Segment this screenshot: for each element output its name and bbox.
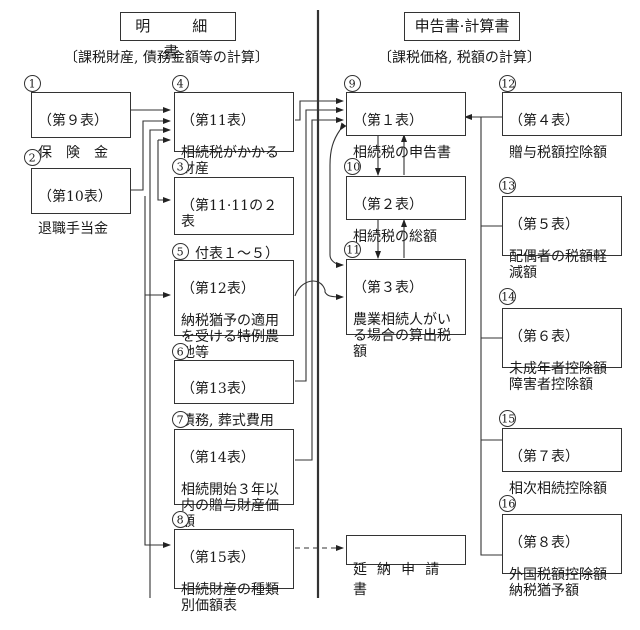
node-form-label: （第５表）	[509, 217, 579, 233]
node-title: 相続財産の種類 別価額表	[181, 582, 279, 614]
right-header-text: 申告書·計算書	[414, 17, 510, 35]
node-form-label: （第９表）	[38, 113, 108, 129]
arrow-7-to-9	[295, 117, 344, 461]
marker-5: 5	[172, 243, 189, 260]
node-form-3-agricultural-heir: （第３表） 農業相続人がい る場合の算出税 額	[346, 259, 466, 360]
node-form-1-tax-return: （第１表） 相続税の申告書	[346, 92, 466, 161]
right-trunk	[480, 117, 502, 556]
right-column-subtitle: 〔課税価格, 税額の計算〕	[378, 50, 541, 66]
deferred-payment-label: 延 納 申 請 書	[353, 562, 442, 598]
node-form-8-foreign-tax-credit: （第８表） 外国税額控除額 納税猶予額	[502, 514, 622, 599]
node-form-label: （第３表）	[353, 280, 423, 296]
marker-16: 16	[499, 495, 516, 512]
node-form-label: （第15表）	[181, 550, 255, 566]
node-form-9-insurance: （第９表） 保 険 金	[31, 92, 131, 161]
connector-lines	[130, 10, 502, 598]
marker-4: 4	[172, 75, 189, 92]
marker-9: 9	[344, 75, 361, 92]
node-title: 未成年者控除額 障害者控除額	[509, 361, 607, 393]
node-form-label: （第１表）	[353, 113, 423, 129]
marker-7: 7	[172, 411, 189, 428]
node-title: 贈与税額控除額	[509, 145, 607, 161]
node-form-label: （第６表）	[509, 329, 579, 345]
node-form-label: （第11·11の２表	[181, 198, 278, 230]
node-form-11-2-small-residential: （第11·11の２表 付表１～５） 小規模宅地	[174, 177, 294, 278]
right-column-header: 申告書·計算書	[404, 12, 520, 41]
node-form-11-taxable-property: （第11表） 相続税がかかる 財産	[174, 92, 294, 177]
arrow-5-to-11	[294, 280, 344, 300]
arrow-to-3	[157, 140, 171, 203]
node-title: 相続税の総額	[353, 229, 437, 245]
marker-15: 15	[499, 410, 516, 427]
marker-6: 6	[172, 343, 189, 360]
node-form-7-successive-inheritance: （第７表） 相次相続控除額	[502, 428, 622, 497]
marker-10: 10	[344, 158, 361, 175]
node-form-14-gifts: （第14表） 相続開始３年以 内の贈与財産価 額	[174, 429, 294, 530]
marker-1: 1	[24, 75, 41, 92]
node-form-label: （第14表）	[181, 450, 255, 466]
node-form-2-total-tax: （第２表） 相続税の総額	[346, 176, 466, 245]
left-column-header: 明 細 書	[120, 12, 236, 61]
node-form-label: （第13表）	[181, 381, 255, 397]
node-title: 外国税額控除額 納税猶予額	[509, 567, 607, 599]
node-title: 債務, 葬式費用	[181, 413, 274, 429]
arrow-2-to-4-a	[130, 118, 171, 191]
arrow-9-11-bidir	[329, 122, 347, 268]
left-header-text: 明 細 書	[135, 17, 250, 61]
node-form-label: （第11表）	[181, 113, 255, 129]
node-form-label: （第12表）	[181, 281, 255, 297]
node-form-15-property-types: （第15表） 相続財産の種類 別価額表	[174, 529, 294, 614]
trunk-2	[144, 196, 171, 548]
node-title: 配偶者の税額軽 減額	[509, 249, 607, 281]
node-form-5-spousal-reduction: （第５表） 配偶者の税額軽 減額	[502, 196, 622, 281]
left-column-subtitle: 〔課税財産, 債務金額等の計算〕	[64, 50, 269, 66]
marker-2: 2	[24, 149, 41, 166]
arrow-4-to-9	[295, 98, 344, 121]
node-form-12-farmland: （第12表） 納税猶予の適用 を受ける特例農 地等	[174, 260, 294, 361]
node-form-6-minor-disabled: （第６表） 未成年者控除額 障害者控除額	[502, 308, 622, 393]
deferred-payment-application: 延 納 申 請 書	[346, 535, 466, 598]
marker-13: 13	[499, 177, 516, 194]
marker-12: 12	[499, 75, 516, 92]
marker-8: 8	[172, 511, 189, 528]
node-title: 農業相続人がい る場合の算出税 額	[353, 312, 451, 360]
node-form-label: （第７表）	[509, 449, 579, 465]
node-title: 相続税の申告書	[353, 145, 451, 161]
node-title: 相続税がかかる 財産	[181, 145, 279, 177]
node-title: 相続開始３年以 内の贈与財産価 額	[181, 482, 279, 530]
arrow-6-to-9	[295, 107, 344, 382]
node-form-label: （第10表）	[38, 189, 112, 205]
node-title: 保 険 金	[38, 145, 108, 161]
node-form-label: （第２表）	[353, 197, 423, 213]
arrow-2-to-4-b	[149, 127, 171, 598]
marker-14: 14	[499, 288, 516, 305]
node-title: 相次相続控除額	[509, 481, 607, 497]
node-form-label: （第８表）	[509, 535, 579, 551]
node-form-4-gift-tax-credit: （第４表） 贈与税額控除額	[502, 92, 622, 161]
node-form-13-debts-funeral: （第13表） 債務, 葬式費用	[174, 360, 294, 429]
marker-11: 11	[344, 241, 361, 258]
node-form-label: （第４表）	[509, 113, 579, 129]
node-title: 納税猶予の適用 を受ける特例農 地等	[181, 313, 279, 361]
node-form-10-retirement: （第10表） 退職手当金	[31, 168, 131, 237]
marker-3: 3	[172, 158, 189, 175]
node-title: 退職手当金	[38, 221, 108, 237]
